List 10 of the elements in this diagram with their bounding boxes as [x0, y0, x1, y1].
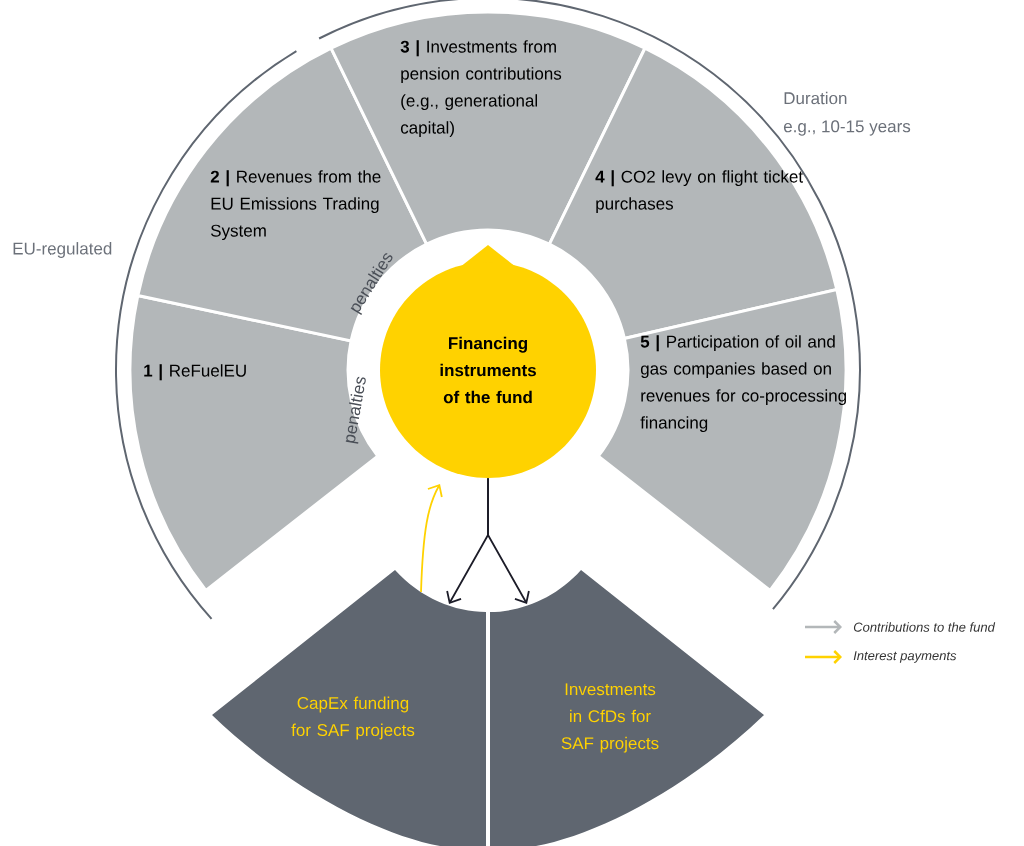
sector-segment: CapEx funding for SAF projects — [212, 570, 486, 846]
legend-label: Interest payments — [853, 651, 957, 663]
arrow — [487, 477, 530, 604]
legend-label: Contributions to the fund — [853, 622, 996, 632]
annotation-label: EU-regulated — [13, 242, 112, 258]
annotation-label: e.g., 10-15 years — [783, 120, 911, 136]
sector-segment: 5 | Participation of oil and gas companies based on revenues for co-processing financing — [596, 287, 848, 592]
arrow — [420, 484, 443, 593]
sector-segment: Investments in CfDs for SAF projects — [490, 570, 764, 846]
annotation-label: Duration — [784, 91, 847, 105]
